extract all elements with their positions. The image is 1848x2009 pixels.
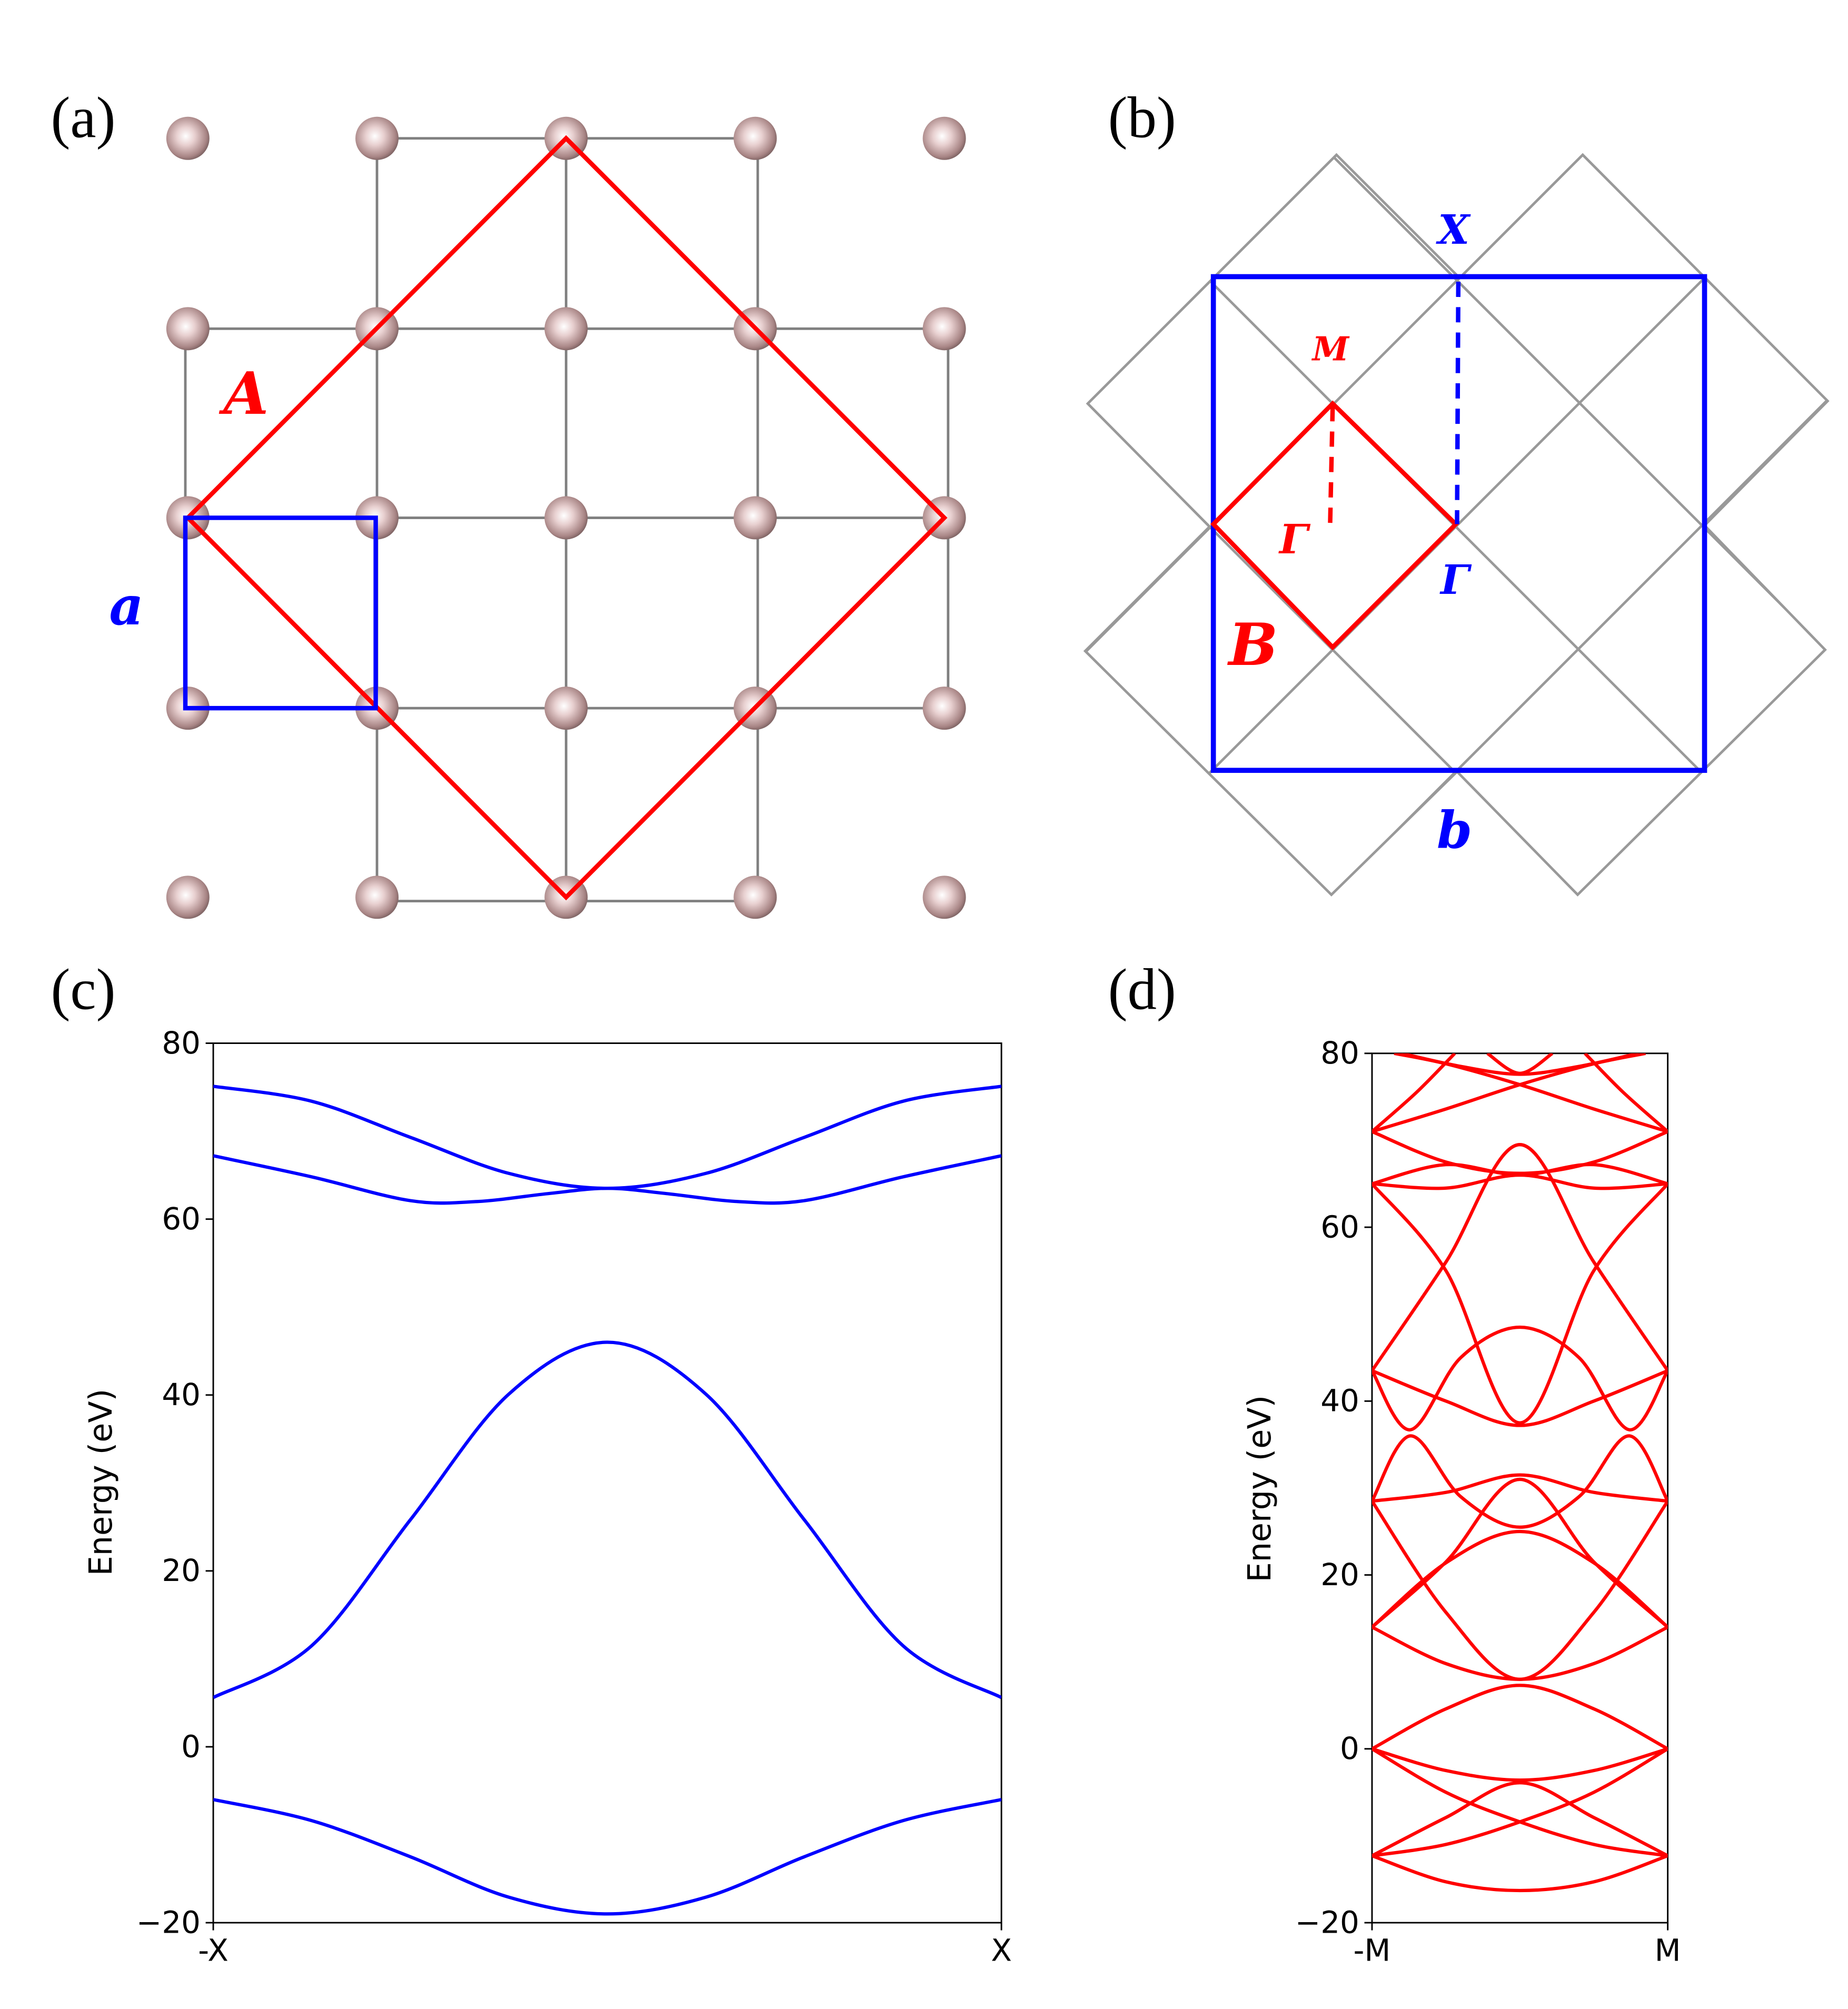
band-line: [1372, 1053, 1646, 1133]
band-line: [1372, 1143, 1668, 1372]
y-axis-label: Energy (eV): [83, 1389, 120, 1576]
y-tick-label: 0: [1340, 1730, 1359, 1766]
panel-b-bz-lattice: [1085, 155, 1828, 895]
band-line: [1394, 1053, 1668, 1133]
band-line: [1372, 1747, 1668, 1858]
atom: [355, 116, 399, 160]
band-line: [1401, 1053, 1639, 1076]
band-line: [1372, 1162, 1668, 1186]
band-line: [1372, 1477, 1668, 1628]
chart-d-frame: [1371, 1052, 1669, 1924]
band-line: [1372, 1130, 1668, 1175]
band-line: [213, 1798, 1002, 1916]
band-line: [213, 1085, 1002, 1190]
label-gamma-red: Γ: [1278, 516, 1311, 563]
y-tick-label: 80: [1320, 1035, 1359, 1071]
y-tick-label: −20: [1295, 1904, 1359, 1940]
y-axis-label: Energy (eV): [1241, 1395, 1278, 1582]
band-line: [213, 1154, 1002, 1205]
atom: [544, 687, 588, 730]
band-line: [1372, 1182, 1668, 1425]
band-line: [1372, 1173, 1668, 1190]
y-tick-label: 60: [162, 1201, 201, 1237]
panel-label-a: (a): [51, 85, 115, 150]
supercell-A: [184, 135, 948, 901]
band-line: [1372, 1747, 1668, 1782]
band-line: [1372, 1747, 1668, 1858]
unit-cell-a: [183, 515, 378, 711]
path-gamma-M: [1328, 406, 1335, 524]
bz-B: [1210, 400, 1459, 651]
band-line: [1372, 1369, 1668, 1427]
band-line: [1372, 1529, 1668, 1629]
chart-c-frame: [212, 1042, 1002, 1924]
atom: [922, 687, 966, 730]
label-X: X: [1435, 206, 1471, 254]
label-B: B: [1227, 611, 1278, 679]
y-tick-label: 40: [1320, 1383, 1359, 1419]
atom: [544, 307, 588, 351]
label-gamma-blue: Γ: [1439, 556, 1472, 604]
y-tick-label: 20: [162, 1553, 201, 1588]
panel-label-c: (c): [51, 957, 115, 1021]
atom: [733, 116, 777, 160]
atom: [733, 496, 777, 540]
label-A: A: [218, 360, 269, 428]
band-line: [1372, 1625, 1668, 1681]
band-line: [213, 1340, 1002, 1699]
y-tick-label: 60: [1320, 1209, 1359, 1245]
atom: [922, 116, 966, 160]
y-tick-label: 20: [1320, 1557, 1359, 1593]
atom: [733, 876, 777, 919]
path-gamma-X: [1455, 282, 1461, 524]
band-line: [1372, 1781, 1668, 1857]
chart-d: 80 60 40 20 0 −20 -M M Energy (eV): [1241, 1035, 1681, 1968]
label-a: a: [109, 574, 144, 637]
band-line: [1372, 1684, 1668, 1751]
atom: [166, 876, 210, 919]
label-M: M: [1312, 330, 1350, 369]
chart-c: 80 60 40 20 0 −20 -X X Energy (eV): [83, 1025, 1012, 1968]
atom: [544, 496, 588, 540]
band-line: [1372, 1500, 1668, 1681]
y-tick-label: 80: [162, 1025, 201, 1061]
y-tick-label: 0: [181, 1728, 201, 1764]
x-tick-label: -X: [198, 1932, 228, 1968]
atom: [166, 307, 210, 351]
band-line: [1372, 1473, 1668, 1503]
panel-label-b: (b): [1108, 85, 1176, 150]
atom: [922, 307, 966, 351]
x-tick-label: M: [1655, 1932, 1681, 1968]
y-tick-label: −20: [136, 1904, 201, 1940]
x-tick-label: -M: [1354, 1932, 1391, 1968]
band-line: [1372, 1854, 1668, 1893]
atom: [922, 876, 966, 919]
band-line: [1372, 1325, 1668, 1431]
atom: [166, 116, 210, 160]
band-line: [1486, 1053, 1554, 1075]
band-line: [1372, 1434, 1668, 1529]
y-tick-label: 40: [162, 1377, 201, 1413]
atom: [355, 876, 399, 919]
x-tick-label: X: [991, 1932, 1012, 1968]
label-b: b: [1437, 800, 1472, 860]
panel-label-d: (d): [1108, 957, 1176, 1021]
